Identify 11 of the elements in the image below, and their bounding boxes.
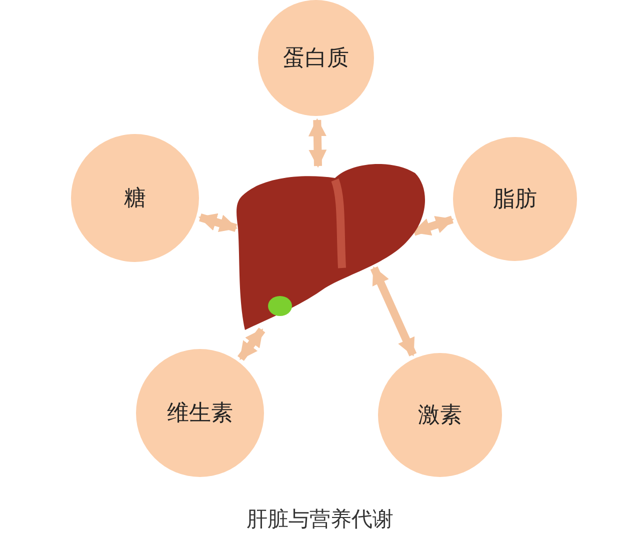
nutrient-label: 维生素 [167, 400, 233, 428]
nutrient-label: 激素 [418, 402, 462, 430]
double-arrow [198, 213, 238, 232]
nutrient-label: 糖 [124, 185, 146, 213]
nutrient-label: 脂肪 [493, 186, 537, 214]
caption: 肝脏与营养代谢 [246, 506, 394, 533]
nutrient-label: 蛋白质 [283, 45, 349, 73]
double-arrow [308, 118, 327, 168]
double-arrow [412, 216, 454, 236]
double-arrow [370, 266, 417, 356]
double-arrow [238, 328, 266, 361]
